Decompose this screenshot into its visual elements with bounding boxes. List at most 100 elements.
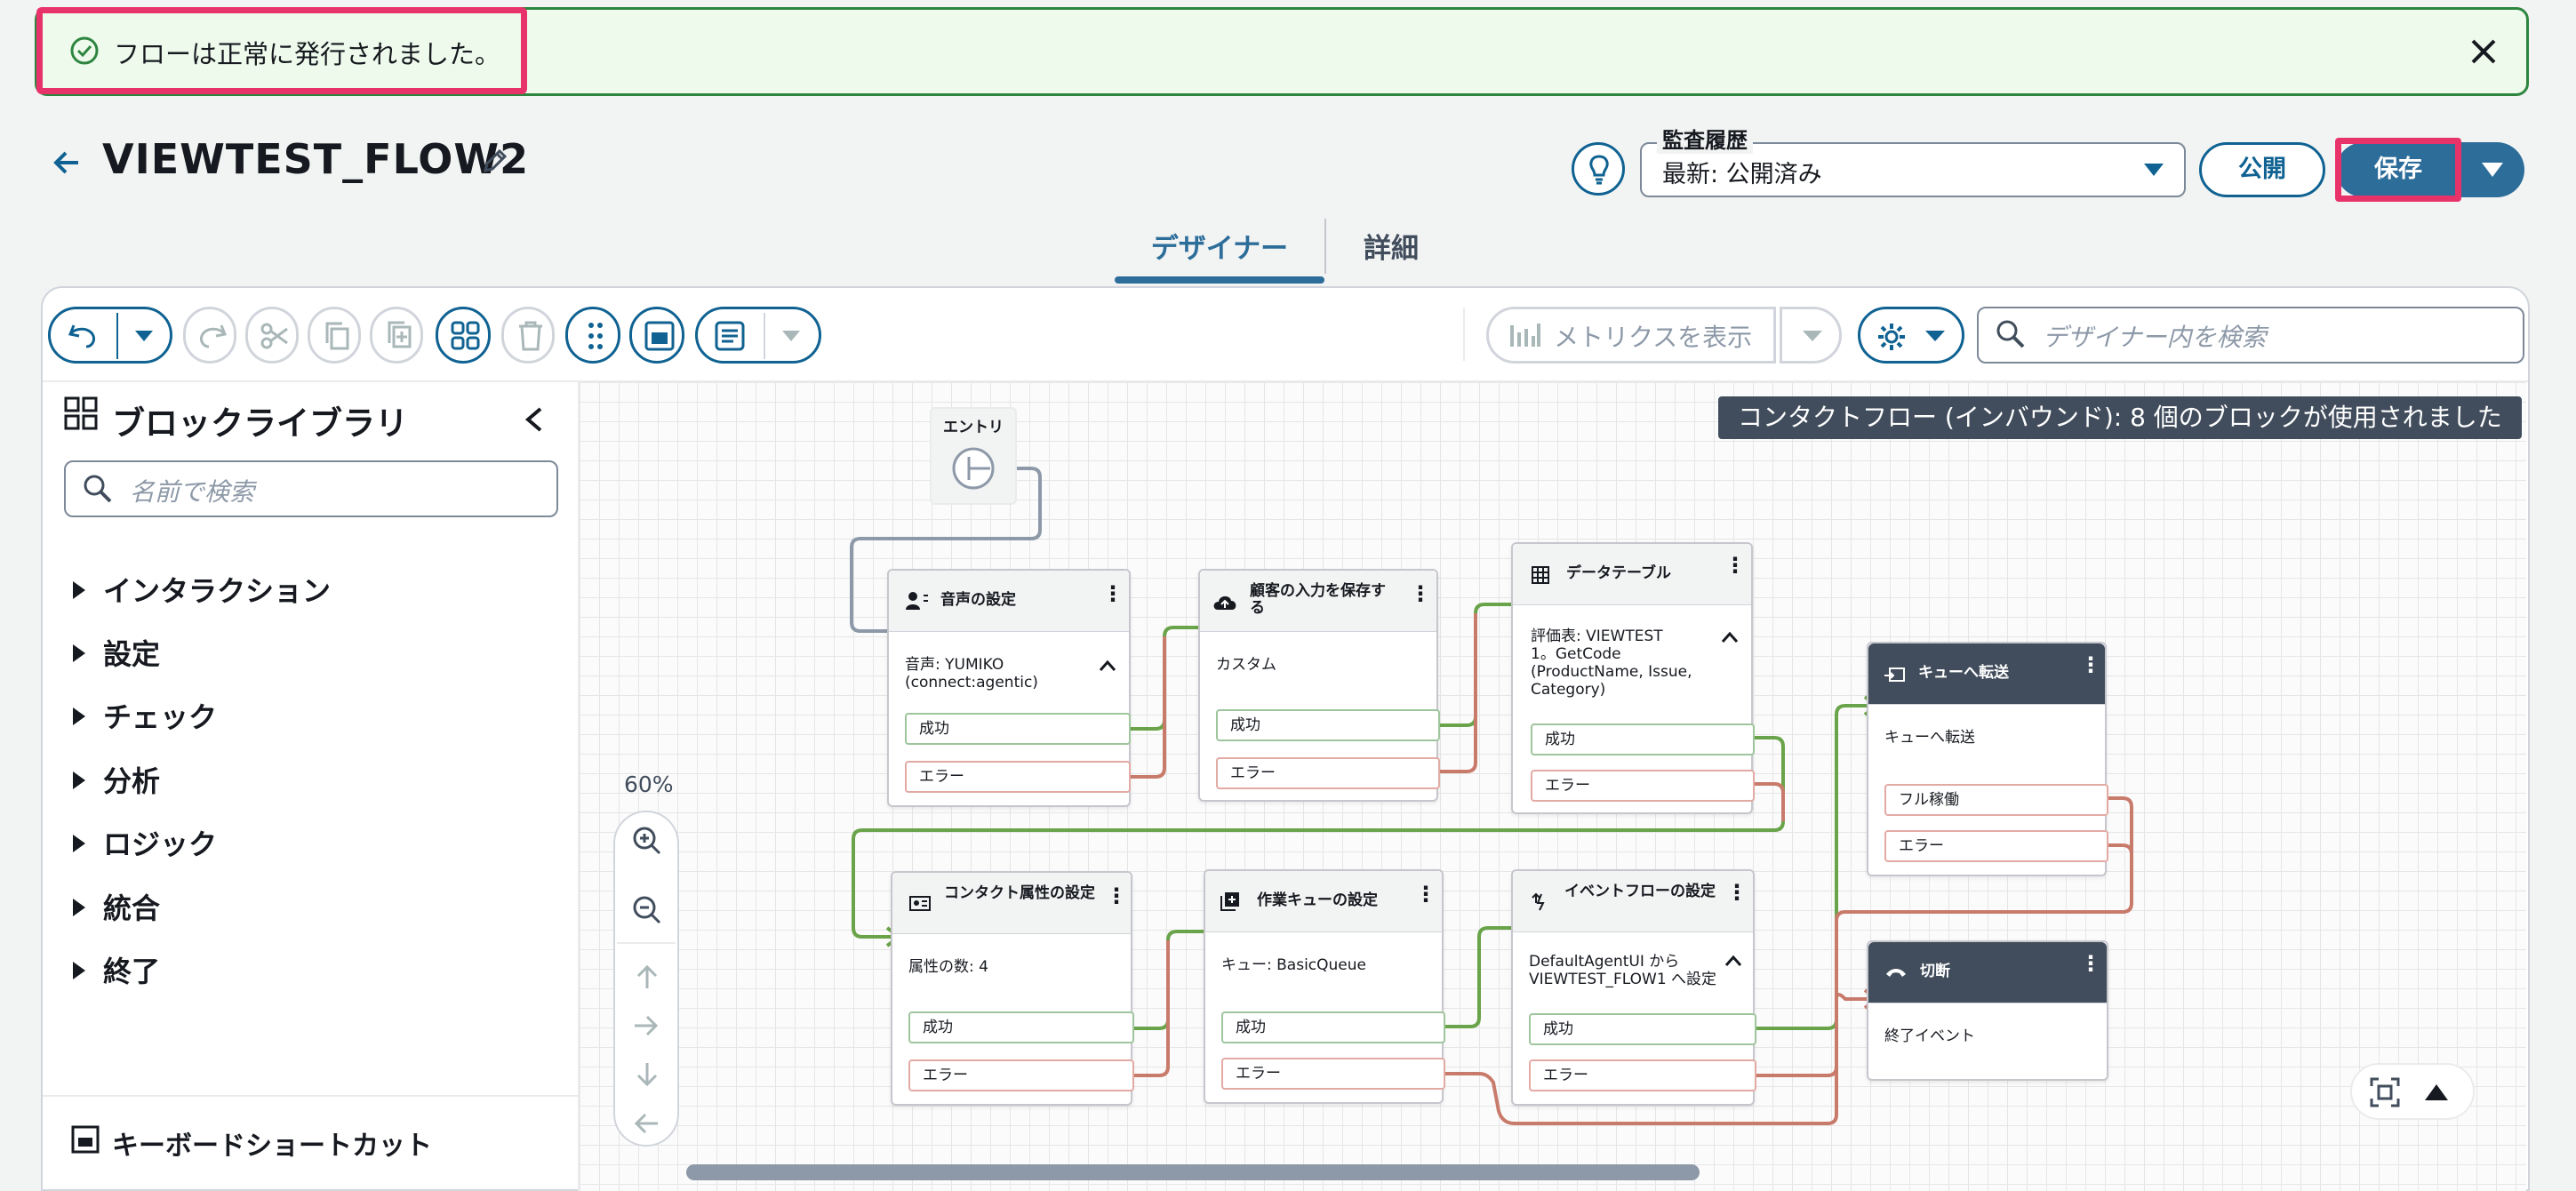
block-search-input[interactable] <box>64 460 558 517</box>
block-set-working-queue[interactable]: 作業キューの設定 ⋮ キュー: BasicQueue 成功 エラー <box>1204 869 1445 1104</box>
category-settings[interactable]: 設定 <box>73 632 160 673</box>
caret-down-icon[interactable] <box>781 329 801 343</box>
pan-down-icon[interactable] <box>635 1061 660 1088</box>
block-menu-icon[interactable]: ⋮ <box>1724 553 1746 578</box>
copy-button[interactable] <box>308 307 361 364</box>
block-disconnect[interactable]: 切断 ⋮ 終了イベント <box>1867 940 2108 1081</box>
delete-button[interactable] <box>501 307 555 364</box>
keyboard-shortcuts-link[interactable]: キーボードショートカット <box>112 1131 432 1162</box>
check-circle-icon <box>70 36 99 65</box>
branch-at-capacity[interactable]: フル稼働 <box>1884 784 2108 816</box>
expand-triangle-icon <box>73 644 85 662</box>
pan-left-icon[interactable] <box>633 1111 660 1136</box>
select-all-button[interactable] <box>436 307 491 364</box>
caret-down-icon[interactable] <box>134 329 154 343</box>
block-menu-icon[interactable]: ⋮ <box>1726 880 1748 905</box>
success-notification <box>35 7 2529 96</box>
block-data-table[interactable]: データテーブル ⋮ 評価表: VIEWTEST 1。GetCode (Produ… <box>1511 542 1755 814</box>
category-analytics[interactable]: 分析 <box>73 759 160 800</box>
redo-icon <box>200 324 228 348</box>
pan-right-icon[interactable] <box>633 1013 660 1038</box>
branch-success[interactable]: 成功 <box>1216 709 1440 741</box>
page-title: VIEWTEST_FLOW2 <box>102 135 530 183</box>
branch-success[interactable]: 成功 <box>1529 1013 1756 1045</box>
paste-button[interactable] <box>370 307 423 364</box>
publish-button[interactable]: 公開 <box>2199 142 2325 197</box>
undo-icon[interactable] <box>67 322 99 350</box>
branch-error[interactable]: エラー <box>1221 1058 1445 1090</box>
expand-triangle-icon <box>73 771 85 789</box>
keyboard-icon <box>71 1125 100 1154</box>
drag-handle-button[interactable] <box>565 307 620 364</box>
block-menu-icon[interactable]: ⋮ <box>1410 581 1431 606</box>
notes-icon[interactable] <box>714 320 746 352</box>
sidebar-footer-divider <box>43 1095 578 1097</box>
hang-up-icon <box>1886 969 1906 977</box>
block-transfer-to-queue[interactable]: キューへ転送 ⋮ キューへ転送 フル稼働 エラー <box>1867 642 2108 876</box>
category-logic[interactable]: ロジック <box>73 822 217 863</box>
drag-dots-icon <box>588 323 603 349</box>
block-menu-icon[interactable]: ⋮ <box>2080 652 2101 677</box>
branch-success[interactable]: 成功 <box>1531 723 1755 755</box>
save-button[interactable]: 保存 <box>2374 156 2422 183</box>
block-set-event-flow[interactable]: イベントフローの設定 ⋮ DefaultAgentUI から VIEWTEST_… <box>1511 869 1756 1106</box>
caret-down-icon <box>2144 164 2164 176</box>
zoom-out-icon[interactable] <box>631 894 663 926</box>
block-search-placeholder: 名前で検索 <box>130 477 255 507</box>
category-terminate[interactable]: 終了 <box>73 949 160 990</box>
category-interaction[interactable]: インタラクション <box>73 569 331 610</box>
designer-search-input[interactable] <box>1977 307 2524 364</box>
expand-triangle-icon <box>73 899 85 916</box>
settings-dropdown-button[interactable] <box>1858 307 1964 364</box>
grid-icon <box>451 321 480 350</box>
branch-success[interactable]: 成功 <box>905 713 1131 745</box>
pan-up-icon[interactable] <box>635 963 660 990</box>
fit-to-screen-icon[interactable] <box>2370 1077 2400 1107</box>
chevron-up-icon[interactable] <box>1099 659 1116 672</box>
branch-error[interactable]: エラー <box>1216 757 1440 789</box>
chevron-up-icon[interactable] <box>1721 631 1739 643</box>
block-menu-icon[interactable]: ⋮ <box>1106 883 1127 908</box>
branch-success[interactable]: 成功 <box>1221 1011 1445 1043</box>
cloud-upload-icon <box>1213 596 1236 610</box>
branch-error[interactable]: エラー <box>1531 770 1755 802</box>
branch-error[interactable]: エラー <box>1884 830 2108 862</box>
tab-details[interactable]: 詳細 <box>1364 233 1419 265</box>
caret-down-icon <box>1803 331 1822 341</box>
block-menu-icon[interactable]: ⋮ <box>2080 951 2101 976</box>
redo-button[interactable] <box>183 307 236 364</box>
block-set-contact-attributes[interactable]: コンタクト属性の設定 ⋮ 属性の数: 4 成功 エラー <box>891 871 1134 1106</box>
chevron-up-icon[interactable] <box>1724 955 1742 967</box>
gear-icon <box>1878 324 1905 350</box>
table-icon <box>1532 566 1549 584</box>
close-icon[interactable] <box>2466 34 2501 69</box>
tab-designer[interactable]: デザイナー <box>1150 233 1289 265</box>
minimap-button[interactable] <box>629 307 684 364</box>
cut-button[interactable] <box>245 307 299 364</box>
block-menu-icon[interactable]: ⋮ <box>1102 581 1124 606</box>
branch-error[interactable]: エラー <box>1529 1059 1756 1091</box>
edit-pencil-icon[interactable] <box>480 148 508 176</box>
zoom-in-icon[interactable] <box>631 825 663 857</box>
branch-error[interactable]: エラー <box>905 761 1131 793</box>
branch-error[interactable]: エラー <box>908 1059 1134 1091</box>
event-flow-icon <box>1532 892 1545 911</box>
back-arrow-icon[interactable] <box>52 148 82 178</box>
block-menu-icon[interactable]: ⋮ <box>1415 882 1436 907</box>
show-metrics-button[interactable] <box>1486 307 1776 364</box>
horizontal-scrollbar[interactable] <box>686 1164 1700 1180</box>
metrics-dropdown[interactable] <box>1780 307 1842 364</box>
block-store-customer-input[interactable]: 顧客の入力を保存する ⋮ カスタム 成功 エラー <box>1198 569 1440 802</box>
collapse-chevron-icon[interactable] <box>523 405 546 434</box>
trash-icon <box>519 321 542 351</box>
category-integration[interactable]: 統合 <box>73 886 160 927</box>
lightbulb-button[interactable] <box>1572 142 1625 196</box>
block-library-icon <box>64 396 98 430</box>
voice-icon <box>906 592 928 610</box>
save-dropdown-caret-icon[interactable] <box>2480 160 2505 180</box>
category-check[interactable]: チェック <box>73 695 217 736</box>
block-set-voice[interactable]: 音声の設定 ⋮ 音声: YUMIKO (connect:agentic) 成功 … <box>887 569 1131 807</box>
branch-success[interactable]: 成功 <box>908 1011 1134 1043</box>
caret-up-icon[interactable] <box>2423 1081 2450 1102</box>
